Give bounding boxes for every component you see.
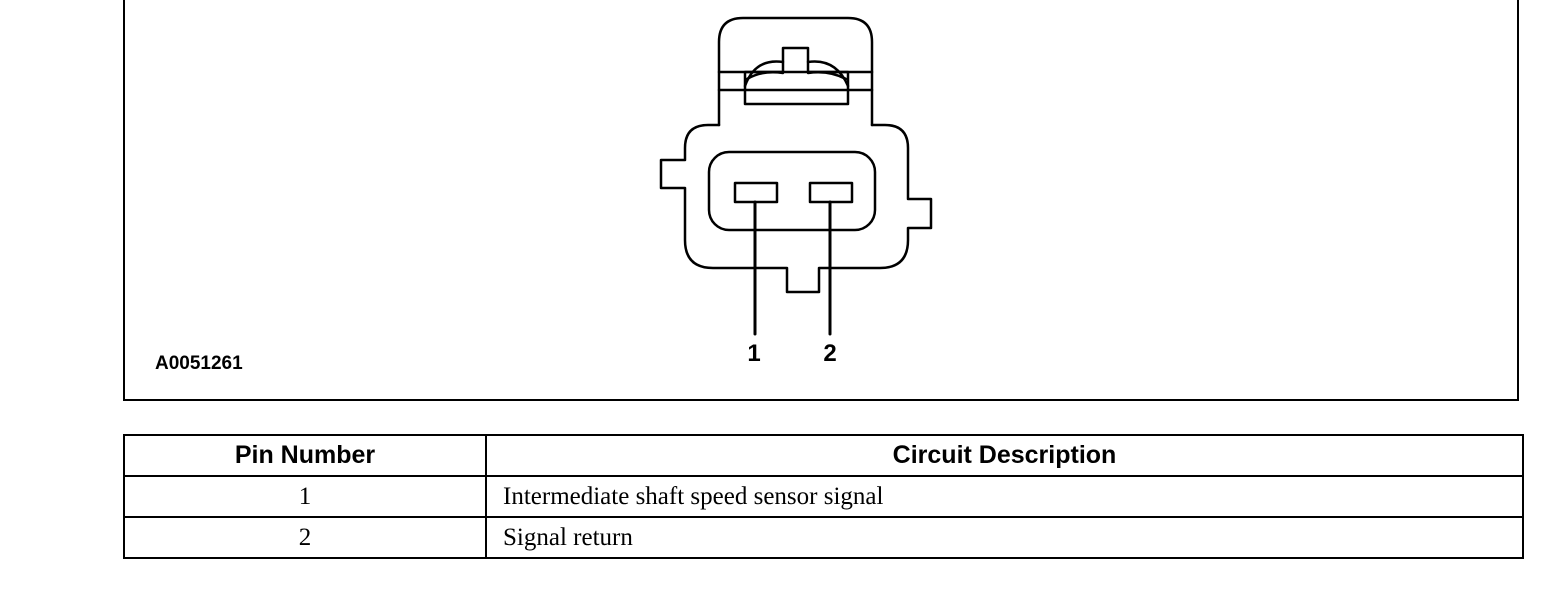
header-circuit-description: Circuit Description	[485, 434, 1524, 477]
latch-housing	[717, 16, 874, 127]
connector-diagram	[659, 16, 933, 336]
circuit-description-cell: Signal return	[485, 516, 1524, 559]
table-header-row: Pin Number Circuit Description	[123, 434, 1524, 477]
latch-bump-right	[806, 60, 850, 88]
pin-number-cell: 2	[123, 516, 487, 559]
pin-number-cell: 1	[123, 475, 487, 518]
header-pin-number: Pin Number	[123, 434, 487, 477]
table-row: 1 Intermediate shaft speed sensor signal	[123, 475, 1524, 518]
latch-bump-left	[743, 60, 785, 88]
connector-body	[659, 123, 933, 294]
terminal-cavity	[707, 150, 877, 232]
terminal-2	[808, 181, 854, 204]
pin-table: Pin Number Circuit Description 1 Interme…	[123, 434, 1524, 559]
terminal-1	[733, 181, 779, 204]
circuit-description-cell: Intermediate shaft speed sensor signal	[485, 475, 1524, 518]
figure-frame	[123, 0, 1519, 401]
figure-id: A0051261	[155, 353, 243, 374]
pin-1-label: 1	[747, 340, 761, 367]
table-row: 2 Signal return	[123, 516, 1524, 559]
pin-2-label: 2	[823, 340, 837, 367]
latch-tab	[743, 46, 850, 106]
